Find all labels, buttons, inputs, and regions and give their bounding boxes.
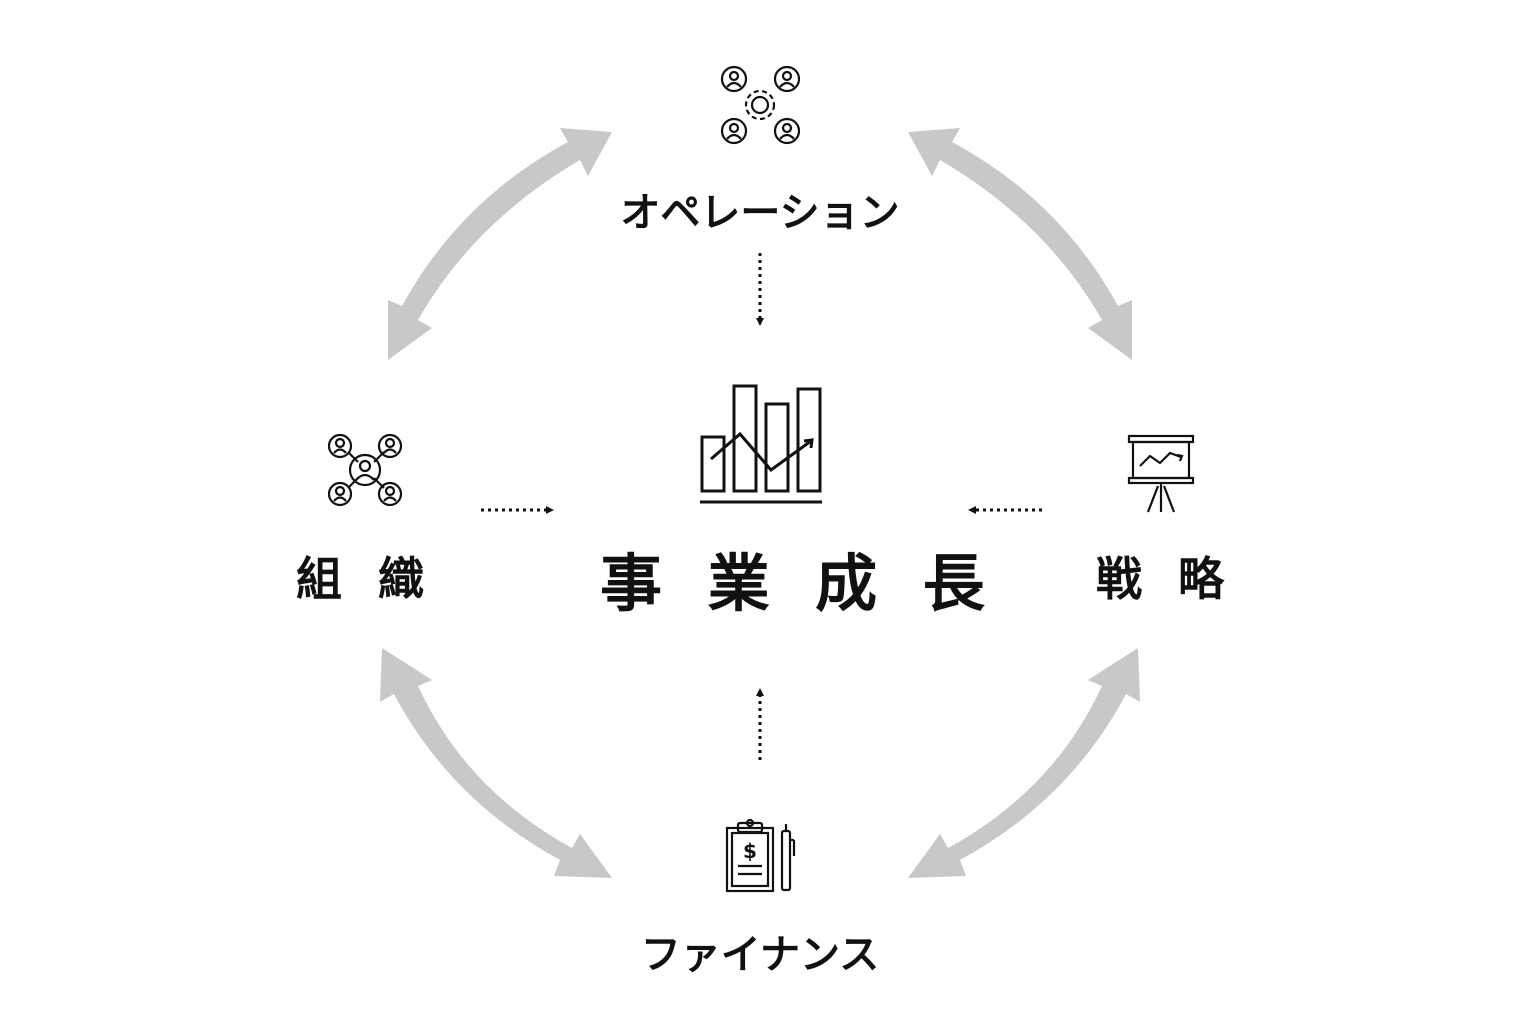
growth-chart-icon xyxy=(700,384,822,504)
team-gear-icon xyxy=(720,65,801,145)
organization-network-icon xyxy=(327,433,403,507)
node-label-finance: ファイナンス xyxy=(640,932,880,978)
cycle-arrow-top-right xyxy=(908,128,1132,360)
node-label-organization: 組 織 xyxy=(295,552,434,606)
cycle-arrow-bottom-right xyxy=(908,648,1140,878)
node-label-operation: オペレーション xyxy=(620,190,900,236)
svg-text:$: $ xyxy=(743,839,757,863)
center-label-business-growth: 事 業 成 長 xyxy=(600,547,997,620)
node-label-strategy: 戦 略 xyxy=(1095,552,1234,606)
finance-clipboard-icon: $ xyxy=(725,818,796,893)
cycle-arrow-top-left xyxy=(388,128,612,360)
presentation-board-icon xyxy=(1127,434,1195,513)
cycle-arrow-bottom-left xyxy=(380,648,612,878)
